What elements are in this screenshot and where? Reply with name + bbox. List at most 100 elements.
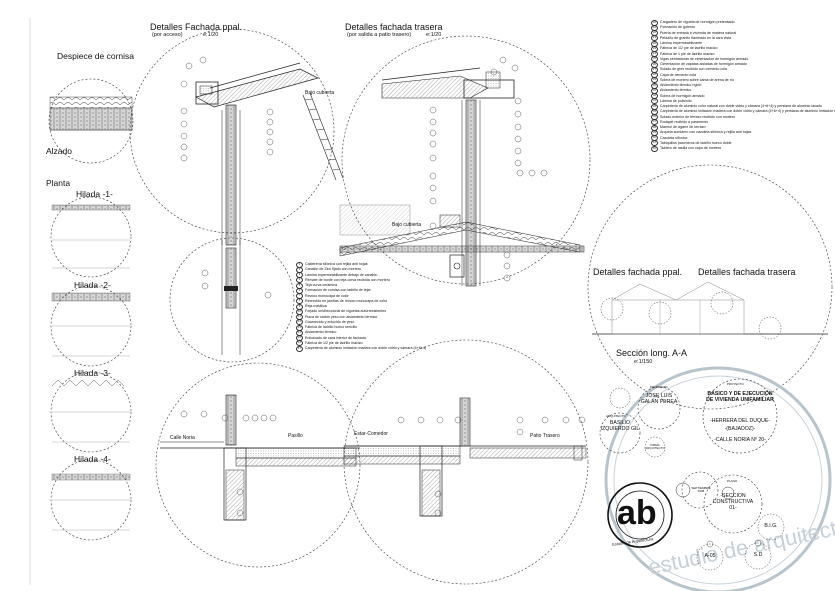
fachada-ppal-bottom-detail	[155, 362, 361, 568]
legend-text: Lámina impermeabilizante	[660, 41, 702, 45]
firma-label: FIRMA ARQUITECTO	[645, 443, 665, 451]
bajo-cubierta-label-1: Bajo cubierta	[305, 90, 335, 96]
legend-text: Aislamiento térmico	[305, 330, 337, 335]
legend-text: Solado exterior de terrazo recibido con …	[660, 114, 736, 119]
hilada-2-detail	[50, 285, 132, 367]
legend-text: Solera de hormigón armado	[660, 93, 705, 98]
alzado-title: Alzado	[46, 146, 72, 156]
legend-text: Carpintería de aluminio color natural co…	[660, 104, 823, 108]
fachada-trasera-subtitle: (por salida a patio trasero)	[347, 32, 412, 38]
legend-text: Guarnecido y enlucido de yeso	[305, 319, 355, 324]
seccion-longitudinal	[587, 164, 833, 410]
legend-text: Puerta de entrada a vivienda de madera n…	[660, 30, 737, 35]
bajo-cubierta-label-2: Bajo cubierta	[392, 222, 422, 228]
seccion-fachada-ppal-title: Detalles fachada ppal.	[593, 267, 683, 277]
legend-text: Calderería sifónica con rejilla anti hoj…	[305, 262, 368, 266]
fachada-ppal-subtitle: (por acceso)	[152, 32, 183, 38]
logo-mark: ab	[617, 494, 657, 532]
legend-text: Aislamiento térmico rígido	[660, 83, 702, 87]
fachada-trasera-title: Detalles fachada trasera	[345, 22, 443, 32]
fachada-ppal-scale: e:1/20	[203, 32, 219, 38]
legend-text: Solera de mortero sobre cama de arena de…	[660, 77, 734, 82]
legend-text: Placa de cartón yeso con aislamiento tér…	[305, 314, 378, 319]
fecha-value: SEPTIEMBRE 2008	[691, 486, 711, 494]
legend-text: Formación de cornisa con ladrillo de tej…	[305, 288, 371, 293]
watermark-text: estudio de arquitectura	[646, 509, 835, 580]
proyecto-value: BÁSICO Y DE EJECUCIÓN DE VIVIENDA UNIFAM…	[706, 391, 774, 403]
hilada-1-title: Hilada -1-	[76, 189, 113, 199]
legend-text: Canalón de Zinc fijado con mortero	[305, 267, 361, 272]
legend-text: Revoco monocapa de color	[305, 293, 349, 298]
legend-text: Tabiquillos palomeros de ladrillo hueco …	[660, 140, 732, 145]
legend-text: Forjado unidireccional de viguetas autor…	[305, 309, 387, 314]
estar-comedor-label: Estar-Comedor	[354, 431, 388, 437]
fachada-trasera-top-detail	[339, 35, 591, 287]
hilada-4-detail	[50, 459, 132, 541]
legend-text: Formación de goterón	[660, 25, 696, 30]
fachada-ppal-top-detail	[129, 28, 344, 246]
fachada-trasera-scale: e:1/20	[426, 32, 442, 38]
legend-text: Cargadero de vigueta de hormigón pretens…	[660, 20, 735, 24]
hilada-2-title: Hilada -2-	[74, 280, 111, 290]
seccion-long-title: Sección long. A-A	[616, 348, 688, 358]
legend-text: Reja metálica	[305, 304, 327, 308]
hilada-3-detail	[50, 371, 132, 453]
plano-value: -SECCION CONSTRUCTIVA 01-	[712, 493, 754, 511]
legend-text: Remate de borde con teja curva recibida …	[305, 277, 390, 282]
fachada-ppal-middle-detail	[169, 237, 295, 363]
proyecto-label: PROYECTO	[727, 382, 744, 386]
seccion-fachada-trasera-title: Detalles fachada trasera	[698, 267, 796, 277]
pasillo-label: Pasillo	[288, 433, 303, 439]
legend-text: Vigas centradoras de cimentación de horm…	[660, 56, 749, 61]
plano-label: PLANO	[727, 479, 738, 483]
legend-number: 42	[651, 145, 658, 152]
legend-text: Carpintería de aluminio imitación madera…	[305, 346, 427, 350]
legend-text: Teja curva cerámica	[305, 283, 337, 287]
legend-text: Lámina impermeabilizante debajo de canal…	[305, 272, 378, 277]
escala-value: S.D	[753, 552, 763, 558]
fachada-ppal-title: Detalles Fachada ppal.	[150, 22, 243, 32]
fachada-trasera-bottom-detail	[343, 339, 589, 585]
lugar-2: -(BAJADOZ)-	[724, 426, 756, 432]
propiedad-label: PROPIEDAD	[650, 385, 668, 389]
planta-title: Planta	[46, 178, 71, 188]
calle: -CALLE NORIA Nº 20-	[714, 437, 766, 443]
autor-value: B.I.G.	[764, 523, 778, 529]
legend-text: Solado de gres recibido con cemento cola	[660, 67, 727, 72]
legend-text: Enfoscado de cara interior de fachada.	[305, 335, 367, 340]
hilada-3-title: Hilada -3-	[74, 368, 111, 378]
propiedad-value: JOSE LUIS GALÁN PEREA	[640, 393, 678, 405]
legend-text: Recrecido en jambas de revoco monocapa d…	[305, 298, 388, 303]
lugar-1: -HERRERA DEL DUQUE-	[709, 418, 771, 424]
legend-text: Cimentación de zapatas aisladas de hormi…	[660, 62, 747, 66]
legend-text: Lámina de polivinilo	[660, 98, 692, 103]
legend-text: Peldaño de granito flameado en la cara v…	[660, 35, 732, 40]
legend-text: Aislamiento térmico	[660, 88, 692, 93]
legend-text: Cazoleta sifónica	[660, 135, 688, 140]
cornisa-detail	[48, 78, 134, 164]
legend-text: Capa de cemento cola	[660, 72, 696, 77]
legend-text: Rodapié recibido a paramento	[660, 119, 709, 124]
hilada-4-title: Hilada -4-	[74, 454, 111, 464]
calle-noria-label: Calle Noria	[170, 435, 195, 441]
lamina-value: A-05	[704, 553, 716, 559]
cornisa-title: Despiece de cornisa	[57, 51, 135, 61]
legend-text: Fábrica de 1/2 pie de ladrillo macizo	[660, 46, 718, 51]
arquitecto-value: BASILIO IZQUIERDO GIL	[600, 420, 640, 432]
patio-trasero-label: Patio Trasero	[530, 433, 560, 439]
legend-text: Fábrica de ladrillo hueco sencillo	[305, 325, 358, 329]
seccion-long-scale: e:1/150	[634, 359, 653, 365]
legend-text: Fábrica de 1 pie de ladrillo macizo	[660, 51, 715, 56]
hilada-1-detail	[50, 196, 132, 278]
arquitecto-label: ARQUITECTO	[606, 414, 626, 418]
legend-text: Marmol de agarre de terrazo	[660, 125, 706, 129]
legend-text: Arqueta sumidero con cazoleta sifónica y…	[660, 130, 752, 135]
legend-text: Fábrica de 1/2 pie de ladrillo macizo.	[305, 340, 364, 345]
legend-text: Tablero de rasilla con capa de mortero	[660, 146, 722, 150]
